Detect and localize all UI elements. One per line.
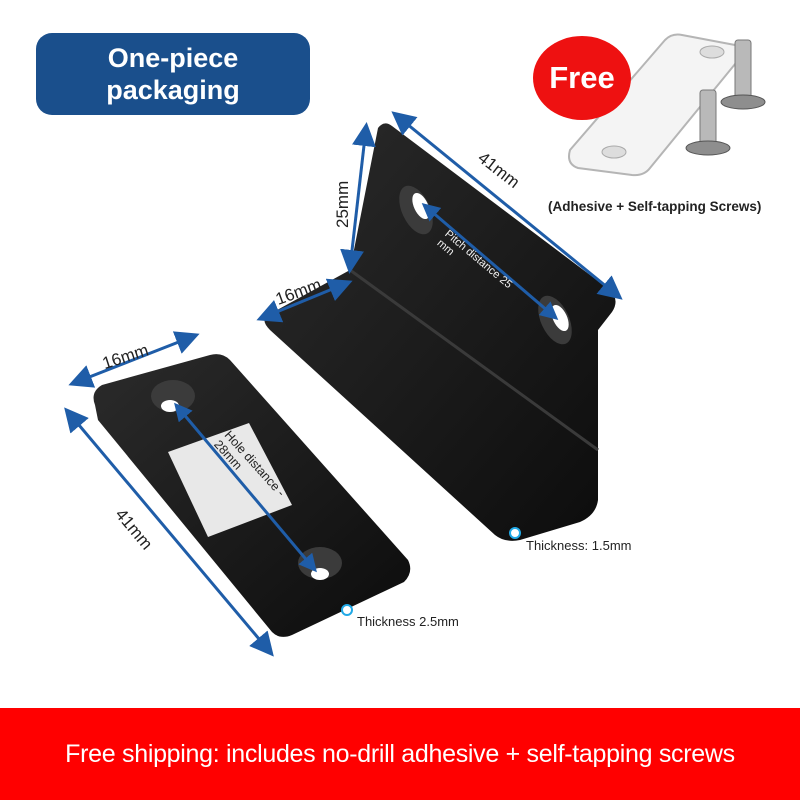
bracket-thickness-marker <box>509 527 521 539</box>
free-badge-label: Free <box>549 60 615 95</box>
bracket-height-label: 25mm <box>333 180 352 228</box>
screw-icon <box>685 39 766 156</box>
free-shipping-banner: Free shipping: includes no-drill adhesiv… <box>0 708 800 800</box>
accessory-caption: (Adhesive + Self-tapping Screws) <box>548 199 762 214</box>
banner-text: Free shipping: includes no-drill adhesiv… <box>65 739 735 768</box>
plate-thickness-marker <box>341 604 353 616</box>
plate-thickness-label: Thickness 2.5mm <box>357 614 459 629</box>
free-badge: Free <box>533 36 631 120</box>
one-piece-packaging-badge: One-piece packaging <box>36 33 310 115</box>
badge-line-2: packaging <box>106 75 240 105</box>
bracket-thickness-label: Thickness: 1.5mm <box>526 538 632 553</box>
badge-line-1: One-piece <box>107 43 239 73</box>
